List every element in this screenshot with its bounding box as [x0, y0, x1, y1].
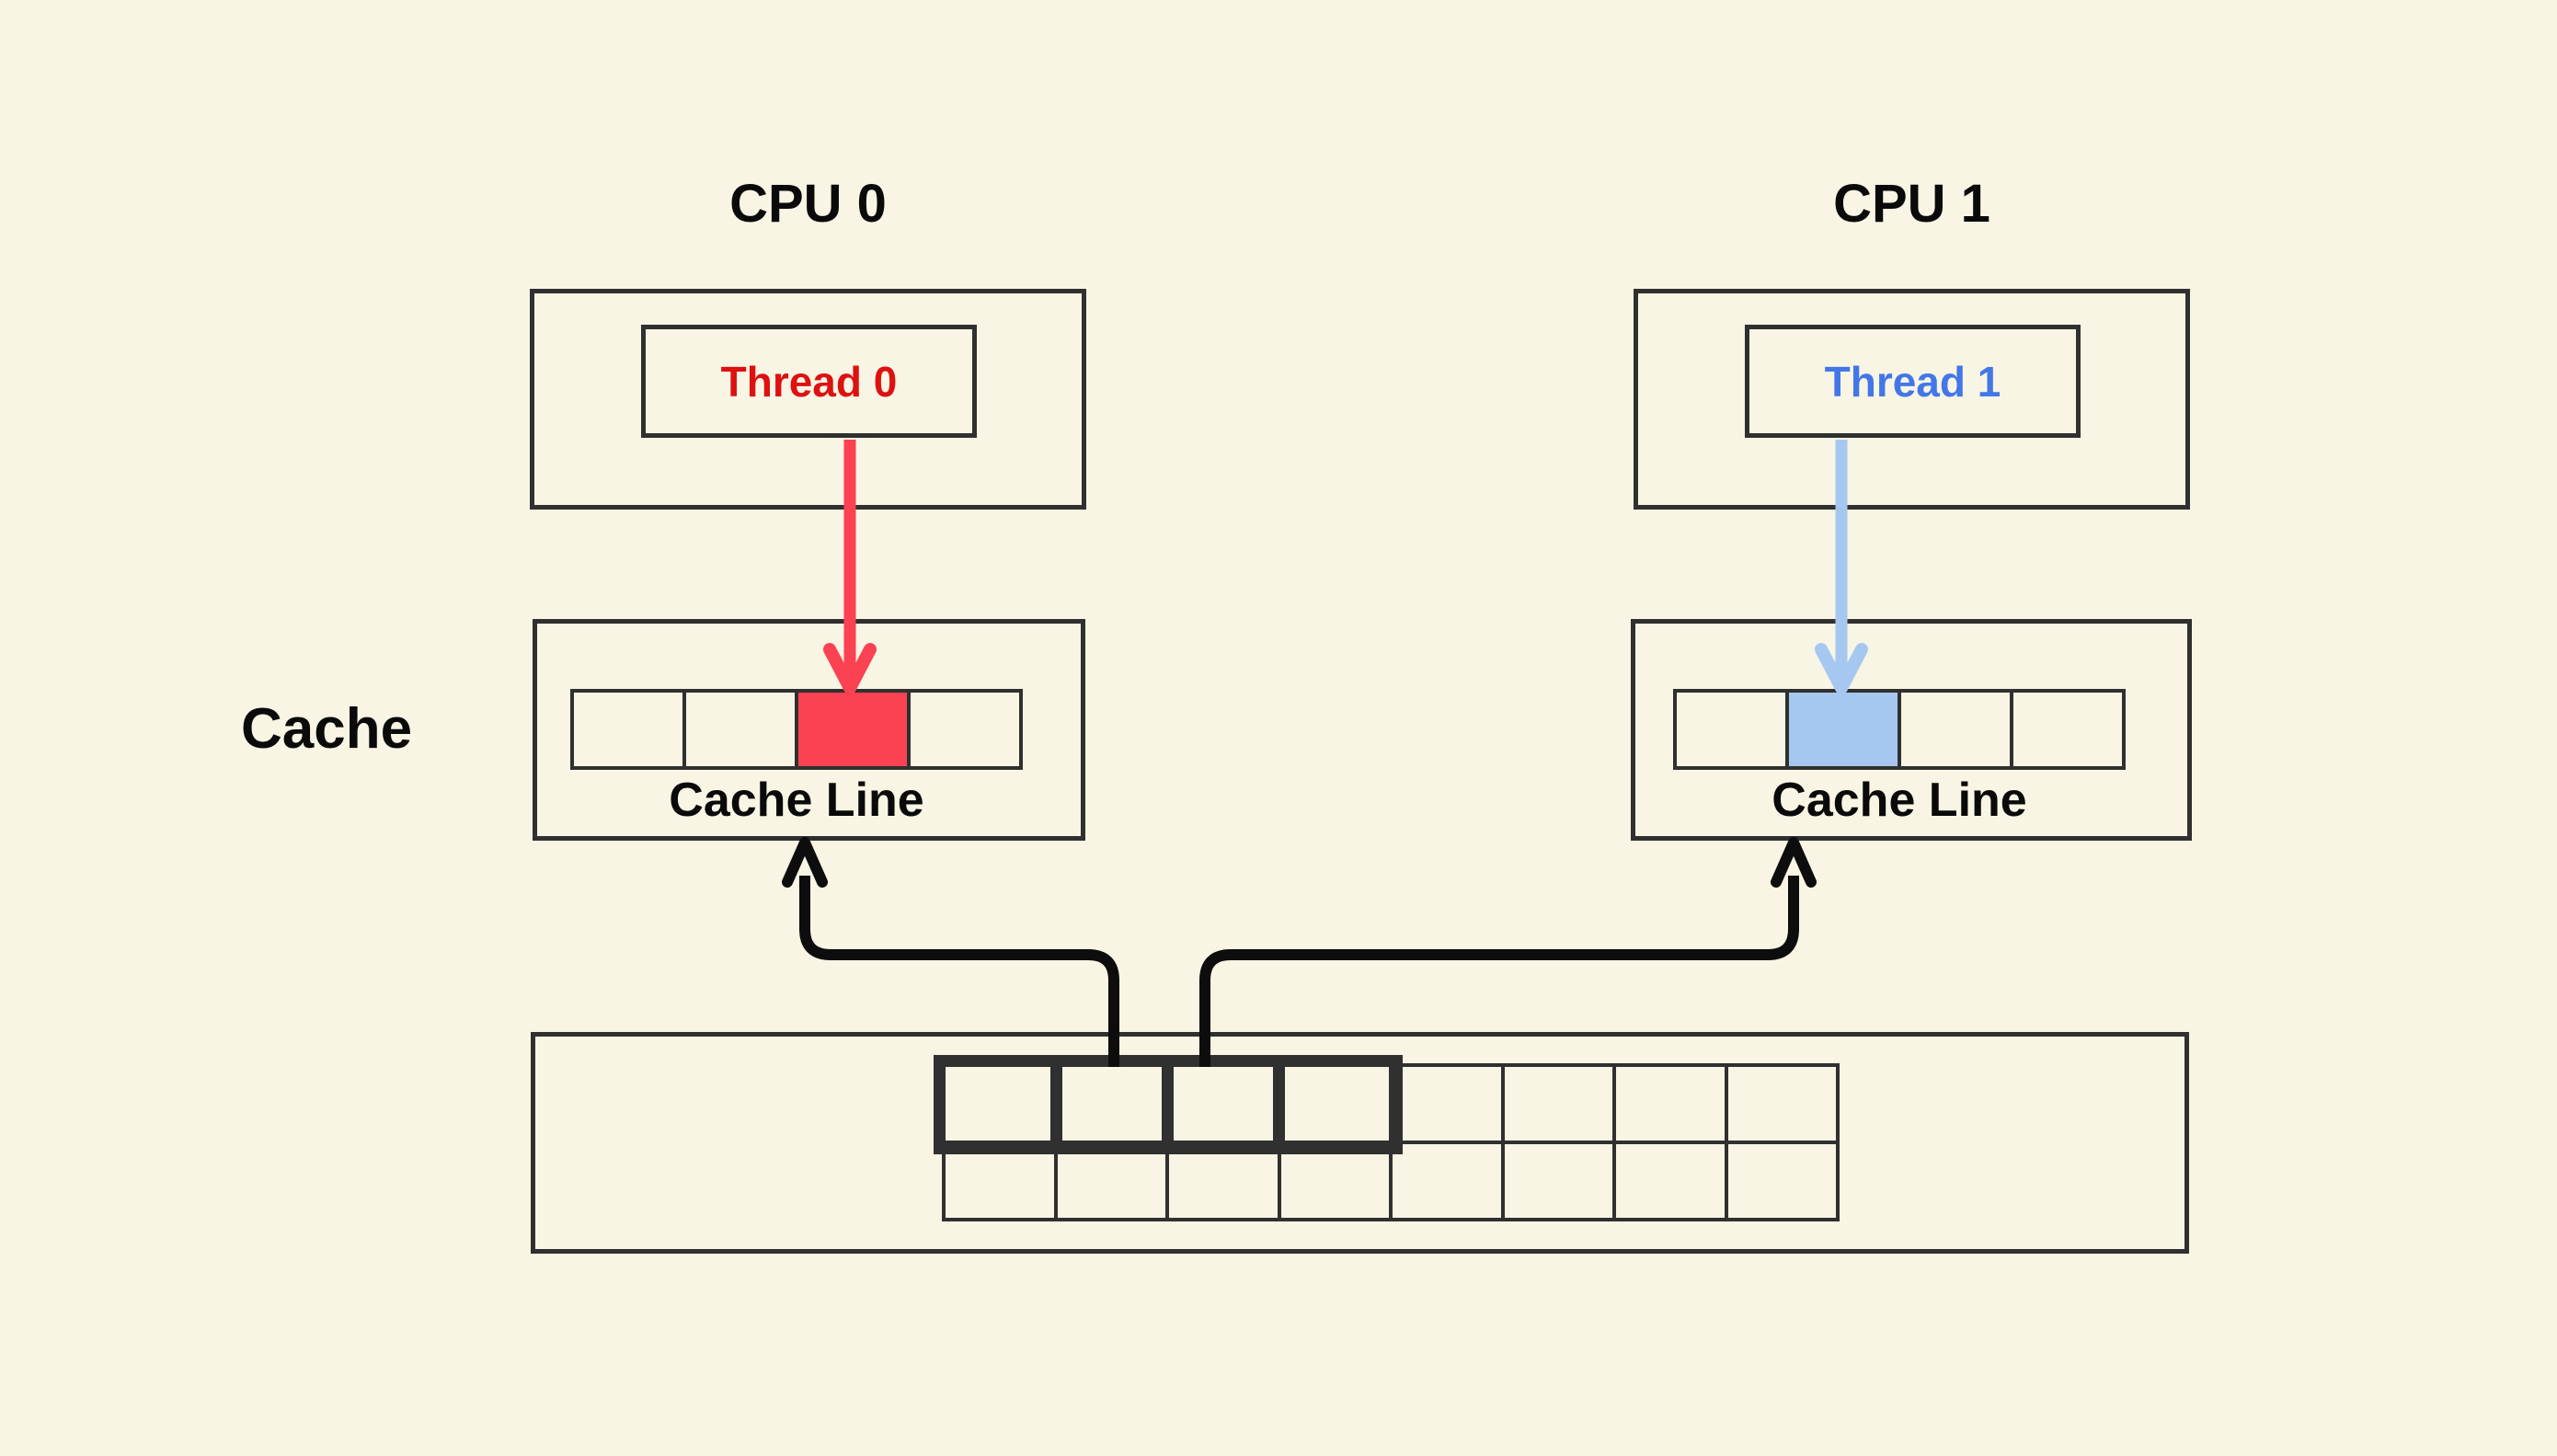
- memory-highlight-separator: [1050, 1067, 1062, 1142]
- memory-cell-8: [946, 1144, 1054, 1218]
- memory-highlighted-cacheline-region: [934, 1055, 1403, 1154]
- memory-cell-4: [1393, 1067, 1501, 1141]
- memory-cell-10: [1169, 1144, 1278, 1218]
- thread1-label: Thread 1: [1824, 357, 2001, 406]
- memory-cell-0: [946, 1067, 1054, 1141]
- memory-cell-3: [1280, 1067, 1389, 1141]
- memory-cell-14: [1616, 1144, 1725, 1218]
- cache0-row-cell-3: [911, 693, 1019, 766]
- memory-cell-6: [1616, 1067, 1725, 1141]
- memory-cell-9: [1057, 1144, 1165, 1218]
- cache0-line-cells: [570, 689, 1023, 770]
- memory-highlight-separator: [1273, 1067, 1285, 1142]
- cache-label: Cache: [240, 697, 413, 761]
- memory-grid: [942, 1063, 1840, 1221]
- cpu0-box: [530, 289, 1086, 510]
- thread1-box: Thread 1: [1745, 325, 2081, 438]
- cache0-row-cell-0: [574, 693, 682, 766]
- thread0-label: Thread 0: [720, 357, 898, 406]
- cache1-row-cell-2: [1901, 693, 2010, 766]
- memory-highlight-separator: [1162, 1067, 1174, 1142]
- cache0-line-label: Cache Line: [669, 774, 924, 827]
- memory-cell-11: [1280, 1144, 1389, 1218]
- cache1-box: [1631, 619, 2192, 841]
- memory-cell-15: [1727, 1144, 1836, 1218]
- memory-cell-13: [1504, 1144, 1612, 1218]
- cpu1-label: CPU 1: [1833, 174, 1990, 234]
- cache0-row-cell-2: [798, 693, 907, 766]
- cache0-row-cell-1: [686, 693, 795, 766]
- cpu0-label: CPU 0: [729, 174, 887, 234]
- memory-cell-2: [1169, 1067, 1278, 1141]
- memory-cell-12: [1393, 1144, 1501, 1218]
- thread0-box: Thread 0: [641, 325, 977, 438]
- cache1-row-cell-1: [1789, 693, 1898, 766]
- memory-cell-5: [1504, 1067, 1612, 1141]
- memory-cell-7: [1727, 1067, 1836, 1141]
- cache1-line-label: Cache Line: [1772, 774, 2027, 827]
- cache1-row-cell-3: [2013, 693, 2122, 766]
- cache1-row-cell-0: [1677, 693, 1785, 766]
- cache1-line-cells: [1673, 689, 2126, 770]
- cpu1-box: [1634, 289, 2190, 510]
- memory-cell-1: [1057, 1067, 1165, 1141]
